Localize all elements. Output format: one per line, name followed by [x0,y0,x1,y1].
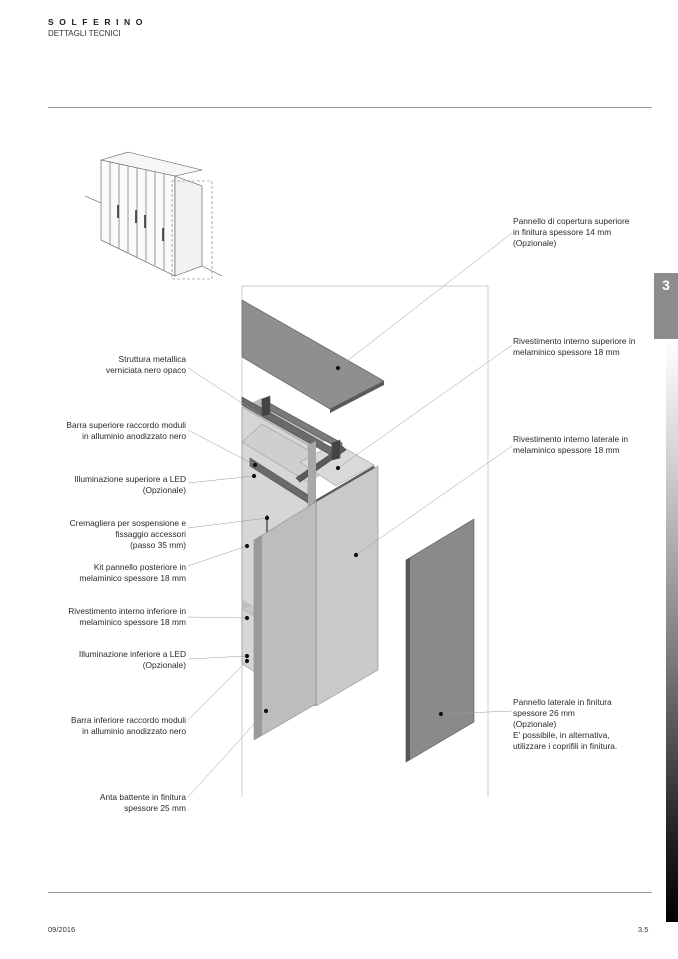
label-bottom-led: Illuminazione inferiore a LED (Opzionale… [78,649,186,670]
label-metal-frame: Struttura metallica verniciata nero opac… [105,354,186,375]
leader-lines [187,232,513,798]
label-bottom-connecting-bar: Barra inferiore raccordo moduli in allum… [71,715,186,736]
sidebar-gradient-bar [666,339,678,922]
label-interior-bottom-lining: Rivestimento interno inferiore in melami… [68,606,186,627]
label-side-panel-finish: Pannello laterale in finitura spessore 2… [513,697,618,751]
label-back-panel-kit: Kit pannello posteriore in melaminico sp… [79,562,186,583]
brand-name: SOLFERINO [48,17,148,27]
label-rack: Cremagliera per sospensione e fissaggio … [69,518,186,550]
footer-divider [48,892,652,893]
label-top-connecting-bar: Barra superiore raccordo moduli in allum… [66,420,186,441]
callout-dots [244,365,444,717]
label-top-cover-panel: Pannello di copertura superiore in finit… [513,216,630,248]
footer-date: 09/2016 [48,925,76,934]
label-interior-side-lining: Rivestimento interno laterale in melamin… [513,434,628,455]
section-title: DETTAGLI TECNICI [48,29,121,38]
top-cover-panel [241,299,385,413]
page-number: 3.5 [638,925,649,934]
wardrobe-thumbnail [84,151,223,280]
header-divider [48,107,652,108]
label-interior-top-lining: Rivestimento interno superiore in melami… [513,336,636,357]
side-panel-finish [405,518,475,763]
label-hinged-door: Anta battente in finitura spessore 25 mm [99,792,186,813]
label-top-led: Illuminazione superiore a LED (Opzionale… [74,474,186,495]
door-panel [253,501,317,741]
chapter-tab[interactable]: 3 [654,273,678,339]
